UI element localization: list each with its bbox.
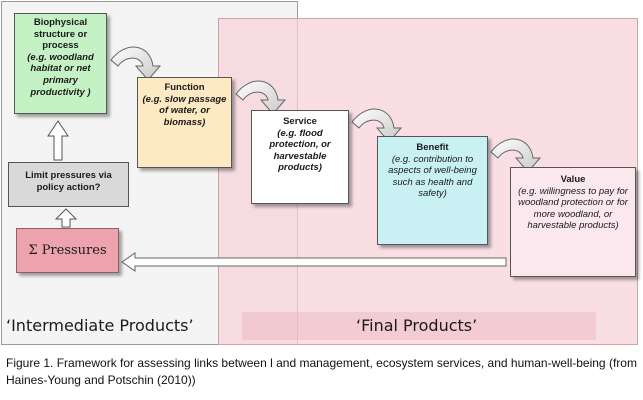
feedback-arrow-value-to-pressures [121, 252, 507, 272]
function-detail: (e.g. slow passage of water, or biomass) [142, 93, 227, 128]
benefit-detail: (e.g. contribution to aspects of well-be… [388, 153, 477, 200]
service-title: Service [283, 116, 317, 127]
biophysical-detail: (e.g. woodland habitat or net primary pr… [27, 51, 94, 98]
value-box: Value (e.g. willingness to pay for woodl… [510, 167, 636, 277]
biophysical-structure-box: Biophysical structure or process (e.g. w… [14, 13, 107, 114]
intermediate-products-label: ‘Intermediate Products’ [6, 316, 194, 335]
function-title: Function [164, 82, 205, 93]
service-detail: (e.g. flood protection, or harvestable p… [269, 127, 331, 174]
figure-caption: Figure 1. Framework for assessing links … [6, 356, 637, 387]
final-products-label-band [242, 312, 596, 340]
sigma-symbol: Σ [28, 243, 38, 258]
final-products-label: ‘Final Products’ [356, 316, 478, 335]
up-arrow-pressures-to-limit [54, 208, 78, 228]
service-box: Service (e.g. flood protection, or harve… [251, 110, 349, 204]
limit-pressures-box: Limit pressures via policy action? [8, 162, 129, 207]
function-box: Function (e.g. slow passage of water, or… [137, 77, 232, 168]
benefit-box: Benefit (e.g. contribution to aspects of… [377, 136, 488, 245]
value-title: Value [560, 174, 586, 185]
framework-diagram: Biophysical structure or process (e.g. w… [1, 1, 638, 345]
flow-arrows [47, 46, 542, 272]
curved-arrow-biophysical-to-function [110, 46, 162, 81]
limit-pressures-title: Limit pressures via policy action? [25, 170, 112, 193]
value-detail: (e.g. willingness to pay for woodland pr… [518, 185, 628, 232]
up-arrow-limit-to-biophysical [47, 120, 69, 161]
benefit-title: Benefit [416, 142, 449, 153]
pressures-box: Σ Pressures [16, 228, 119, 273]
pressures-label: Pressures [41, 243, 107, 258]
biophysical-title: Biophysical structure or process [33, 17, 88, 52]
